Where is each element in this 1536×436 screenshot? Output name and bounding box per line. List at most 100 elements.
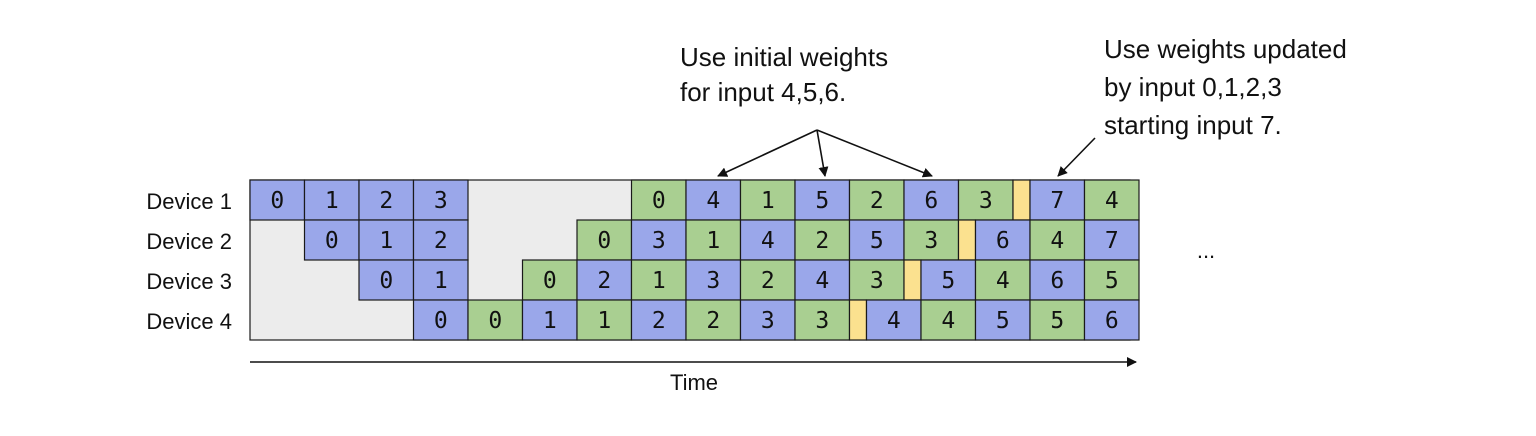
cell-backward-device-2-slot-6 — [576, 219, 633, 261]
arrow-to-input-7 — [1057, 137, 1096, 177]
device-label-1: Device 1 — [146, 189, 232, 214]
cell-label-device-4-slot-14: 5 — [996, 308, 1010, 334]
cell-label-device-4-slot-7: 2 — [652, 308, 666, 334]
annotation-updated-line-2: by input 0,1,2,3 — [1104, 72, 1282, 102]
cell-label-device-1-slot-1: 1 — [325, 188, 339, 214]
cell-backward-device-4-slot-4 — [467, 299, 524, 341]
cell-label-device-3-slot-11: 3 — [870, 268, 884, 294]
cell-update-device-1-slot-14 — [1012, 179, 1031, 221]
cell-forward-device-2-slot-7 — [630, 219, 687, 261]
annotation-updated-line-1: Use weights updated — [1104, 34, 1347, 64]
cell-update-device-2-slot-13 — [957, 219, 977, 261]
annotation-initial-line-1: Use initial weights — [680, 42, 888, 72]
cell-label-device-2-slot-10: 2 — [815, 228, 829, 254]
cell-label-device-4-slot-6: 1 — [597, 308, 611, 334]
cell-backward-device-1-slot-7 — [630, 179, 687, 221]
cell-label-device-1-slot-15: 7 — [1050, 188, 1064, 214]
arrow-to-input-5 — [816, 129, 829, 177]
cell-forward-device-1-slot-0 — [249, 179, 306, 221]
cell-forward-device-2-slot-3 — [412, 219, 469, 261]
cell-forward-device-4-slot-9 — [739, 299, 796, 341]
annotation-initial-line-2: for input 4,5,6. — [680, 77, 846, 107]
continuation-ellipsis: ... — [1197, 238, 1215, 263]
cell-label-device-3-slot-8: 3 — [706, 268, 720, 294]
cell-forward-device-3-slot-6 — [576, 259, 633, 301]
cell-label-device-4-slot-16: 6 — [1105, 308, 1119, 334]
cell-label-device-2-slot-16: 7 — [1105, 228, 1119, 254]
device-label-3: Device 3 — [146, 269, 232, 294]
cell-label-device-2-slot-2: 1 — [379, 228, 393, 254]
cell-label-device-3-slot-9: 2 — [761, 268, 775, 294]
cell-label-device-3-slot-5: 0 — [543, 268, 557, 294]
cell-label-device-4-slot-5: 1 — [543, 308, 557, 334]
cell-forward-device-4-slot-7 — [630, 299, 687, 341]
cell-backward-device-1-slot-11 — [848, 179, 905, 221]
cell-forward-device-4-slot-3 — [412, 299, 469, 341]
cell-label-device-2-slot-9: 4 — [761, 228, 775, 254]
cell-update-device-4-slot-11 — [848, 299, 868, 341]
cell-forward-device-3-slot-3 — [412, 259, 469, 301]
device-label-4: Device 4 — [146, 309, 232, 334]
cell-label-device-3-slot-10: 4 — [815, 268, 829, 294]
cell-label-device-1-slot-8: 4 — [706, 188, 720, 214]
cell-backward-device-2-slot-8 — [685, 219, 742, 261]
cell-forward-device-2-slot-11 — [848, 219, 905, 261]
cell-label-device-3-slot-15: 6 — [1050, 268, 1064, 294]
cell-label-device-2-slot-6: 0 — [597, 228, 611, 254]
cell-label-device-1-slot-7: 0 — [652, 188, 666, 214]
cell-label-device-3-slot-7: 1 — [652, 268, 666, 294]
cell-label-device-1-slot-10: 5 — [815, 188, 829, 214]
cell-label-device-4-slot-12: 4 — [887, 308, 901, 334]
cell-label-device-4-slot-10: 3 — [815, 308, 829, 334]
cell-backward-device-3-slot-16 — [1083, 259, 1140, 301]
cell-label-device-1-slot-0: 0 — [270, 188, 284, 214]
cell-label-device-3-slot-3: 1 — [434, 268, 448, 294]
cell-backward-device-1-slot-16 — [1083, 179, 1140, 221]
cell-forward-device-2-slot-9 — [739, 219, 796, 261]
cell-label-device-3-slot-13: 5 — [941, 268, 955, 294]
cell-label-device-4-slot-9: 3 — [761, 308, 775, 334]
device-label-2: Device 2 — [146, 229, 232, 254]
cell-label-device-1-slot-9: 1 — [761, 188, 775, 214]
cell-label-device-4-slot-15: 5 — [1050, 308, 1064, 334]
cell-forward-device-3-slot-2 — [358, 259, 415, 301]
cell-backward-device-3-slot-11 — [848, 259, 905, 301]
cell-label-device-3-slot-16: 5 — [1105, 268, 1119, 294]
cell-label-device-2-slot-14: 6 — [996, 228, 1010, 254]
cell-forward-device-4-slot-12 — [865, 299, 922, 341]
cell-update-device-3-slot-12 — [903, 259, 922, 301]
cell-label-device-1-slot-2: 2 — [379, 188, 393, 214]
cell-backward-device-1-slot-9 — [739, 179, 796, 221]
cell-forward-device-3-slot-13 — [920, 259, 977, 301]
cell-backward-device-4-slot-8 — [685, 299, 742, 341]
cell-forward-device-4-slot-14 — [974, 299, 1031, 341]
cell-label-device-3-slot-2: 0 — [379, 268, 393, 294]
cell-label-device-2-slot-8: 1 — [706, 228, 720, 254]
cell-backward-device-1-slot-13 — [957, 179, 1014, 221]
cell-label-device-2-slot-3: 2 — [434, 228, 448, 254]
annotation-updated-line-3: starting input 7. — [1104, 110, 1282, 140]
cell-label-device-1-slot-11: 2 — [870, 188, 884, 214]
cell-label-device-2-slot-7: 3 — [652, 228, 666, 254]
cell-label-device-2-slot-15: 4 — [1050, 228, 1064, 254]
cell-backward-device-4-slot-10 — [794, 299, 851, 341]
cell-label-device-1-slot-3: 3 — [434, 188, 448, 214]
cell-label-device-3-slot-14: 4 — [996, 268, 1010, 294]
cell-label-device-2-slot-1: 0 — [325, 228, 339, 254]
cell-label-device-1-slot-16: 4 — [1105, 188, 1119, 214]
cell-label-device-4-slot-3: 0 — [434, 308, 448, 334]
cell-label-device-1-slot-13: 3 — [979, 188, 993, 214]
cell-forward-device-4-slot-16 — [1083, 299, 1140, 341]
cell-backward-device-2-slot-10 — [794, 219, 851, 261]
cell-label-device-4-slot-8: 2 — [706, 308, 720, 334]
cell-forward-device-2-slot-16 — [1083, 219, 1140, 261]
cell-label-device-4-slot-13: 4 — [941, 308, 955, 334]
cell-label-device-1-slot-12: 6 — [924, 188, 938, 214]
time-axis-label: Time — [670, 370, 718, 395]
arrow-to-input-4 — [717, 129, 818, 177]
cell-backward-device-4-slot-13 — [920, 299, 977, 341]
arrow-to-input-6 — [816, 129, 933, 178]
cell-label-device-4-slot-4: 0 — [488, 308, 502, 334]
